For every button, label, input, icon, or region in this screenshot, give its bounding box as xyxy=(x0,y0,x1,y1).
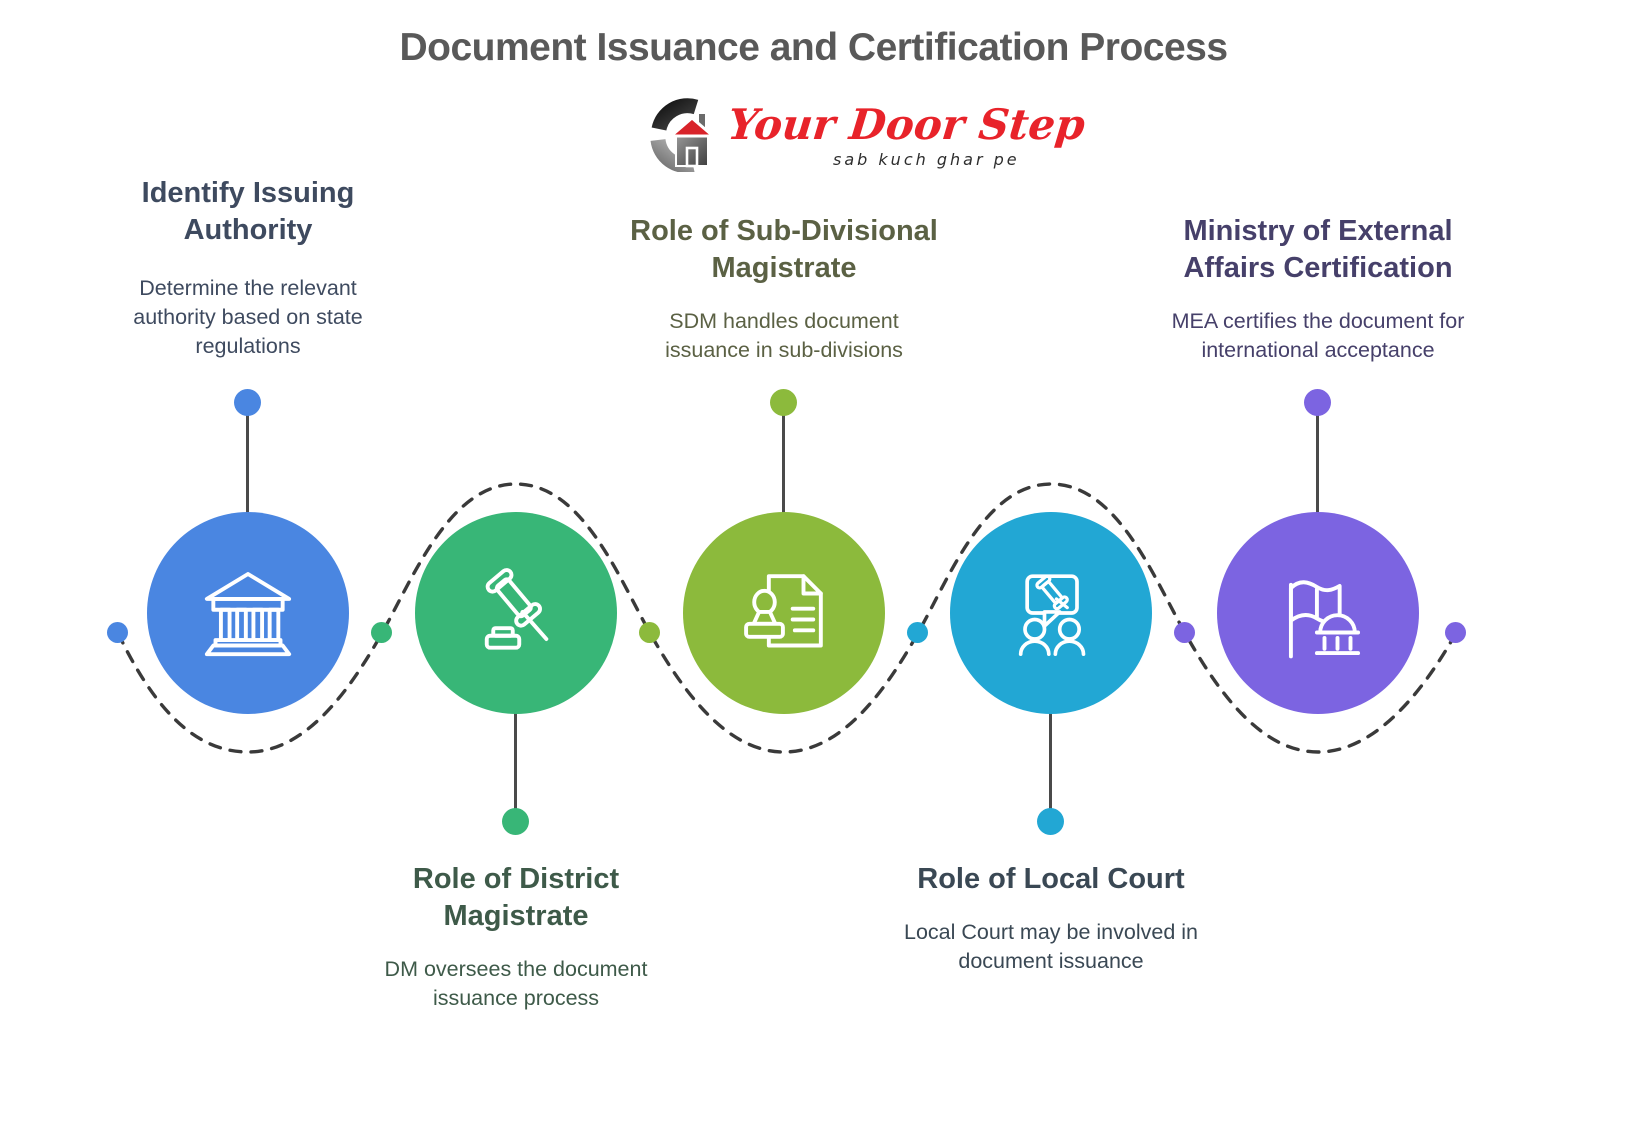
step3-circle xyxy=(683,512,885,714)
bank-building-icon xyxy=(204,572,292,657)
flag-monument-icon xyxy=(1288,580,1361,659)
step1-marker-dot xyxy=(234,389,261,416)
stem-step3 xyxy=(782,414,785,515)
step4-circle xyxy=(950,512,1152,714)
step3-description: SDM handles document issuance in sub-div… xyxy=(665,309,903,363)
brand-tagline: sab kuch ghar pe xyxy=(833,150,1020,169)
brand-logo: Your Door Step sab kuch ghar pe xyxy=(650,98,1087,178)
step2-description: DM oversees the document issuance proces… xyxy=(384,957,648,1011)
wave-dot-end xyxy=(1445,622,1466,643)
step4-marker-dot xyxy=(1037,808,1064,835)
wave-dot-3-4 xyxy=(907,622,928,643)
step3-marker-dot xyxy=(770,389,797,416)
stem-step5 xyxy=(1316,414,1319,515)
step5-description: MEA certifies the document for internati… xyxy=(1171,309,1465,363)
stem-step2 xyxy=(514,711,517,812)
page-title: Document Issuance and Certification Proc… xyxy=(399,26,1228,69)
court-discussion-icon xyxy=(1018,574,1086,657)
brand-text-block: Your Door Step sab kuch ghar pe xyxy=(725,100,1087,169)
step3-title: Role of Sub-Divisional Magistrate xyxy=(630,215,938,285)
house-swoosh-logo-icon xyxy=(650,98,715,172)
step4-title: Role of Local Court xyxy=(917,863,1185,895)
wave-dot-1-2 xyxy=(371,622,392,643)
step1-description: Determine the relevant authority based o… xyxy=(133,276,363,359)
step2-marker-dot xyxy=(502,808,529,835)
step1-title: Identify Issuing Authority xyxy=(141,177,355,247)
step2-circle xyxy=(415,512,617,714)
gavel-icon xyxy=(484,568,549,650)
step1-circle xyxy=(147,512,349,714)
document-stamp-icon xyxy=(744,574,823,648)
wave-dot-start xyxy=(107,622,128,643)
step5-title: Ministry of External Affairs Certificati… xyxy=(1183,215,1453,285)
step5-marker-dot xyxy=(1304,389,1331,416)
step2-title: Role of District Magistrate xyxy=(412,863,620,933)
wave-dot-2-3 xyxy=(639,622,660,643)
step4-description: Local Court may be involved in document … xyxy=(904,920,1198,974)
stem-step4 xyxy=(1049,711,1052,812)
stem-step1 xyxy=(246,414,249,515)
wave-dot-4-5 xyxy=(1174,622,1195,643)
wave-dashed-path xyxy=(116,482,1458,754)
step5-circle xyxy=(1217,512,1419,714)
